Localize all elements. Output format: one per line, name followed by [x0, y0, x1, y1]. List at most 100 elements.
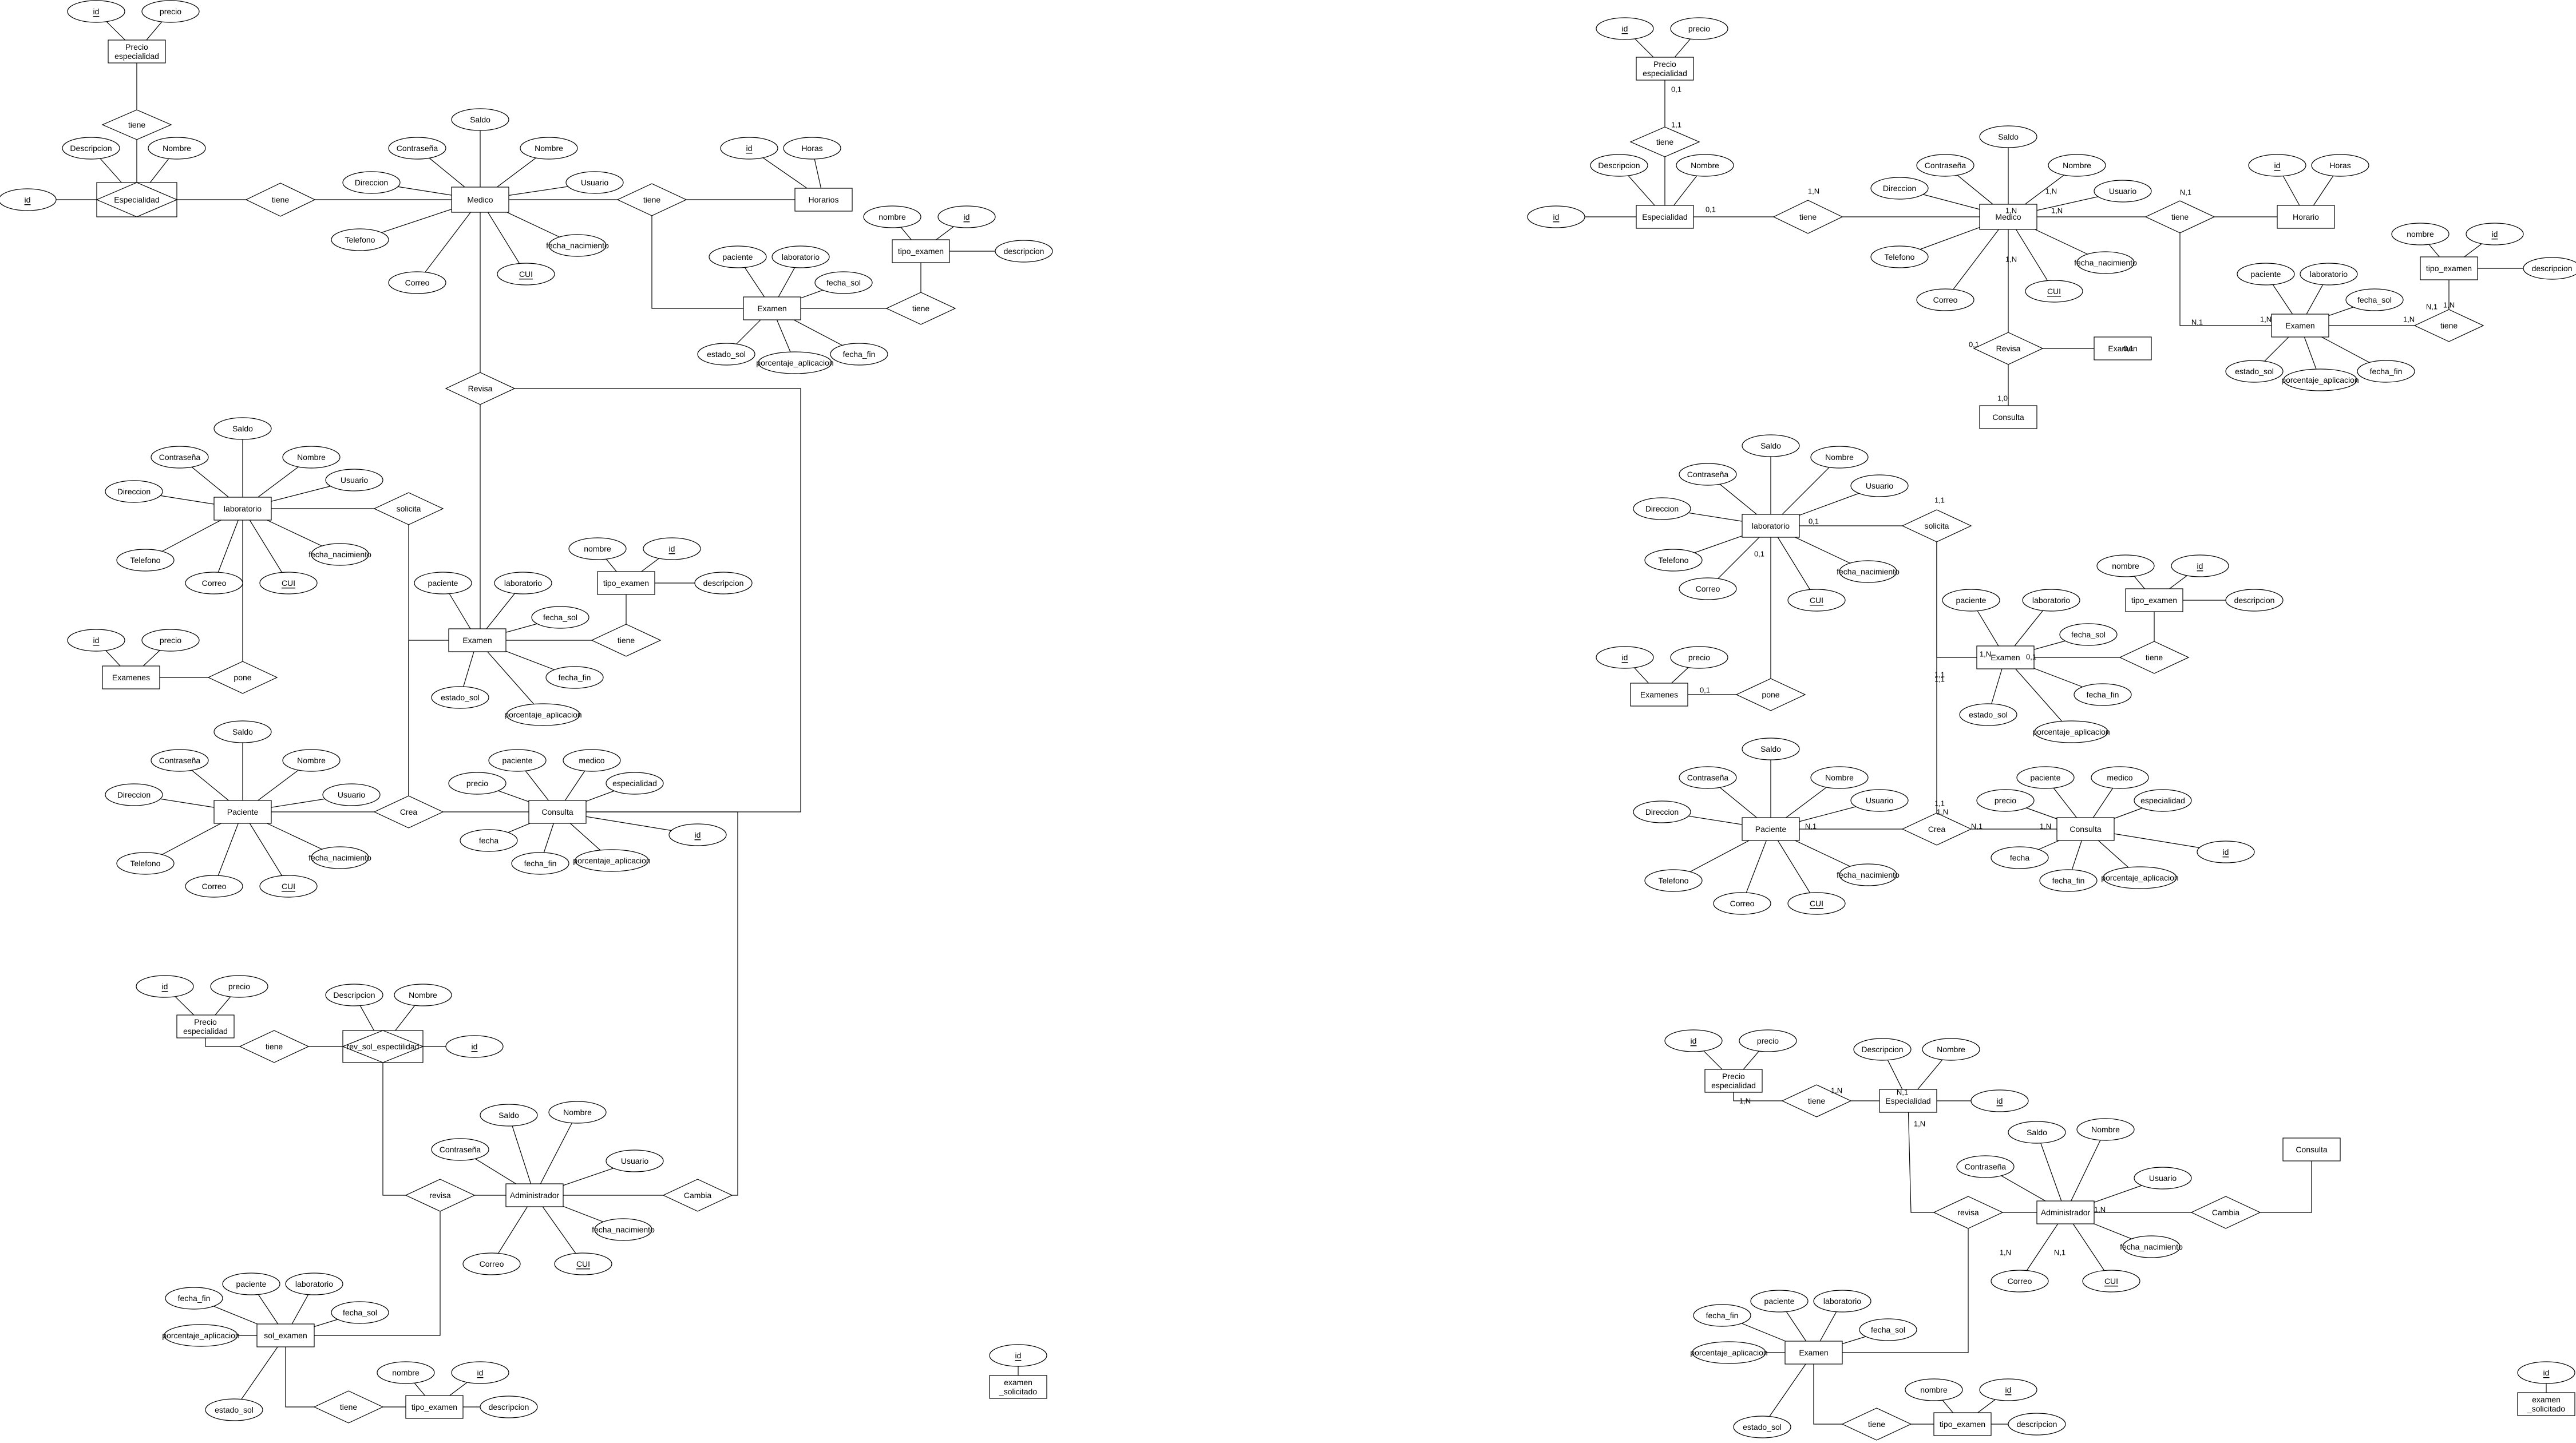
attribute-r-con-id: id	[2197, 841, 2255, 863]
cardinality-label: 1,1	[1934, 496, 1945, 505]
node-label: porcentaje_aplicacion	[504, 710, 581, 719]
attribute-l-adm-cui: CUI	[554, 1252, 612, 1275]
node-label: Consulta	[541, 807, 573, 816]
node-label: fecha_sol	[2357, 295, 2392, 304]
attribute-l-ex2-es: estado_sol	[431, 686, 489, 709]
attribute-l-con-ff: fecha_fin	[511, 852, 569, 875]
relationship-r-tiene6: tiene	[1781, 1084, 1852, 1117]
node-label: tiene	[2440, 321, 2458, 330]
node-label: solicita	[1925, 521, 1949, 530]
attribute-l-pac-contra: Contraseña	[151, 749, 209, 772]
node-label: CUI	[1810, 596, 1823, 605]
node-label: CUI	[2104, 1276, 2118, 1286]
node-label: Especialidad	[1642, 212, 1687, 221]
attribute-r-pac-saldo: Saldo	[1742, 738, 1800, 760]
attribute-l-pac-cor: Correo	[185, 875, 243, 898]
node-label: Nombre	[563, 1108, 592, 1117]
node-label: Examen	[1799, 1348, 1828, 1357]
attribute-r-te3-desc: descripcion	[2008, 1413, 2066, 1436]
attribute-l-med-cor: Correo	[388, 271, 446, 294]
relationship-l-tiene1: tiene	[101, 109, 172, 140]
node-label: fecha_fin	[2370, 367, 2403, 376]
attribute-r-te2-desc: descripcion	[2225, 589, 2284, 612]
attribute-l-es-id: id	[989, 1344, 1047, 1367]
attribute-l-pac-fn: fecha_nacimiento	[308, 846, 371, 869]
entity-l-exs: Examenes	[102, 665, 160, 689]
attribute-r-esp2-desc: Descripcion	[1853, 1038, 1912, 1061]
attribute-l-ex1-ff: fecha_fin	[830, 343, 888, 366]
node-label: laboratorio	[1752, 521, 1790, 530]
node-label: Paciente	[227, 807, 259, 816]
attribute-r-te2-id: id	[2171, 554, 2229, 577]
node-label: fecha_fin	[2087, 690, 2119, 699]
node-label: id	[746, 144, 753, 153]
attribute-l-lab-cui: CUI	[259, 572, 318, 594]
attribute-l-pe2-precio: precio	[210, 975, 268, 998]
attribute-l-adm-cor: Correo	[462, 1252, 521, 1275]
entity-r-pac: Paciente	[1742, 817, 1800, 841]
node-label: Telefono	[1885, 252, 1915, 261]
attribute-r-exs-precio: precio	[1670, 646, 1728, 669]
node-label: porcentaje_aplicacion	[2101, 873, 2178, 882]
attribute-l-te2-nom: nombre	[568, 537, 627, 560]
node-label: pone	[1762, 690, 1779, 699]
node-label: id	[2543, 1368, 2550, 1377]
attribute-r-esp-desc: Descripcion	[1590, 154, 1648, 177]
attribute-r-lab-usr: Usuario	[1850, 474, 1909, 497]
attribute-r-te3-id: id	[1979, 1378, 2037, 1401]
node-label: Examen	[757, 304, 786, 313]
connector-L_pac-L_pac_cui	[242, 811, 289, 887]
attribute-l-ex1-es: estado_sol	[697, 343, 755, 366]
attribute-r-ex2-ff: fecha_fin	[2074, 683, 2132, 706]
attribute-l-adm-usr: Usuario	[606, 1149, 664, 1172]
node-label: Medico	[1995, 212, 2021, 221]
node-label: Telefono	[130, 859, 161, 868]
node-label: porcentaje_aplicacion	[2032, 727, 2110, 736]
node-label: paciente	[1764, 1297, 1795, 1306]
attribute-r-te1-nom: nombre	[2391, 223, 2450, 245]
node-label: laboratorio	[295, 1279, 333, 1289]
node-label: Usuario	[621, 1156, 648, 1166]
attribute-r-med-usr: Usuario	[2094, 180, 2152, 203]
attribute-r-ex3-pac: paciente	[1750, 1290, 1809, 1313]
attribute-l-con-pa: porcentaje_aplicacion	[573, 849, 651, 872]
attribute-l-ex1-pa: porcentaje_aplicacion	[756, 351, 834, 374]
node-label: Horas	[2329, 161, 2351, 170]
node-label: medico	[2107, 773, 2132, 782]
cardinality-label: N,1	[1897, 1088, 1908, 1097]
node-label: Descripcion	[1598, 161, 1640, 170]
connector-R_pac-R_pac_cui	[1770, 828, 1817, 904]
connector-R_ex2-R_ex2_pa	[2005, 657, 2072, 732]
node-label: CUI	[282, 882, 295, 891]
attribute-r-con-fecha: fecha	[1991, 846, 2049, 869]
connector-R_pac-R_pac_cor	[1742, 828, 1771, 904]
entity-l-con: Consulta	[528, 800, 587, 824]
cardinality-label: 1,N	[1831, 1087, 1842, 1095]
node-label: Usuario	[1866, 796, 1893, 805]
attribute-l-pac-nom: Nombre	[282, 749, 341, 772]
attribute-r-ex3-es: estado_sol	[1733, 1416, 1791, 1438]
cardinality-label: 1,N	[2040, 822, 2051, 831]
node-label: Contraseña	[397, 144, 438, 153]
node-label: fecha_fin	[843, 350, 876, 359]
node-label: Correo	[202, 882, 227, 891]
node-label: id	[472, 1042, 478, 1051]
entity-l-med: Medico	[451, 187, 509, 213]
node-label: Correo	[2008, 1276, 2032, 1286]
node-label: tiene	[272, 195, 290, 204]
node-label: fecha_fin	[524, 859, 557, 868]
node-label: tipo_examen	[2131, 596, 2177, 605]
attribute-l-sol-ff: fecha_fin	[165, 1287, 223, 1310]
attribute-r-ex3-ff: fecha_fin	[1693, 1304, 1751, 1327]
attribute-l-te3-desc: descripcion	[480, 1396, 538, 1418]
cardinality-label: N,1	[2426, 303, 2437, 311]
attribute-l-pac-dir: Direccion	[105, 783, 163, 806]
cardinality-label: 1,N	[2000, 1248, 2011, 1257]
node-label: Contraseña	[440, 1145, 481, 1154]
node-label: sol_examen	[264, 1331, 307, 1340]
attribute-l-lab-saldo: Saldo	[213, 417, 272, 440]
cardinality-label: 0,1	[1969, 340, 1979, 349]
node-label: fecha_fin	[2052, 876, 2085, 885]
attribute-l-con-fecha: fecha	[460, 829, 518, 852]
